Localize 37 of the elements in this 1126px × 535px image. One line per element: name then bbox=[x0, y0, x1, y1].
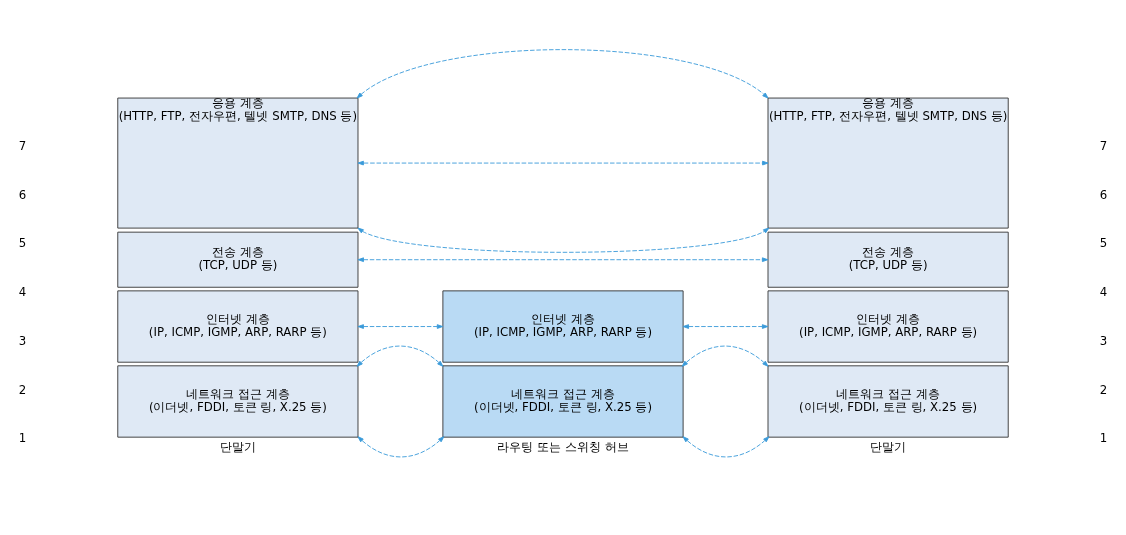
arrow bbox=[357, 256, 769, 262]
label: 3 bbox=[18, 333, 27, 348]
node-box: 네트워크 접근 계층 (이더넷, FDDI, 토큰 링, X.25 등) bbox=[767, 364, 1009, 438]
label: 3 bbox=[1099, 333, 1108, 348]
label: 2 bbox=[1099, 382, 1108, 397]
arrow bbox=[357, 160, 769, 165]
node-box: 인터넷 계층 (IP, ICMP, IGMP, ARP, RARP 등) bbox=[442, 289, 684, 363]
label: 6 bbox=[18, 187, 27, 202]
node-box: 전송 계층 (TCP, UDP 등) bbox=[767, 231, 1009, 288]
node-box: 응용 계층 (HTTP, FTP, 전자우편, 텔넷 SMTP, DNS 등) bbox=[117, 97, 359, 229]
label: 단말기 bbox=[870, 439, 907, 454]
label: 2 bbox=[18, 382, 27, 397]
arrow bbox=[357, 323, 444, 329]
arrow bbox=[681, 345, 769, 367]
node-box: 네트워크 접근 계층 (이더넷, FDDI, 토큰 링, X.25 등) bbox=[442, 364, 684, 438]
node-box: 응용 계층 (HTTP, FTP, 전자우편, 텔넷 SMTP, DNS 등) bbox=[767, 97, 1009, 229]
arrow bbox=[356, 345, 444, 367]
label: 단말기 bbox=[219, 439, 256, 454]
label: 4 bbox=[1099, 284, 1108, 299]
node-box: 네트워크 접근 계층 (이더넷, FDDI, 토큰 링, X.25 등) bbox=[117, 364, 359, 438]
label: 6 bbox=[1099, 187, 1108, 202]
arrow bbox=[682, 435, 770, 457]
node-box: 전송 계층 (TCP, UDP 등) bbox=[117, 231, 359, 288]
arrow bbox=[356, 48, 769, 98]
arrow bbox=[357, 435, 445, 457]
label: 5 bbox=[1099, 235, 1108, 250]
node-box: 인터넷 계층 (IP, ICMP, IGMP, ARP, RARP 등) bbox=[117, 289, 359, 363]
node-box: 인터넷 계층 (IP, ICMP, IGMP, ARP, RARP 등) bbox=[767, 289, 1009, 363]
label: 라우팅 또는 스위칭 허브 bbox=[497, 439, 629, 454]
label: 4 bbox=[18, 284, 27, 299]
label: 7 bbox=[18, 138, 27, 153]
label: 1 bbox=[1099, 431, 1108, 445]
arrow bbox=[682, 323, 769, 329]
label: 1 bbox=[18, 431, 27, 445]
label: 7 bbox=[1099, 138, 1108, 153]
label: 5 bbox=[18, 235, 27, 250]
arrow bbox=[357, 227, 770, 253]
